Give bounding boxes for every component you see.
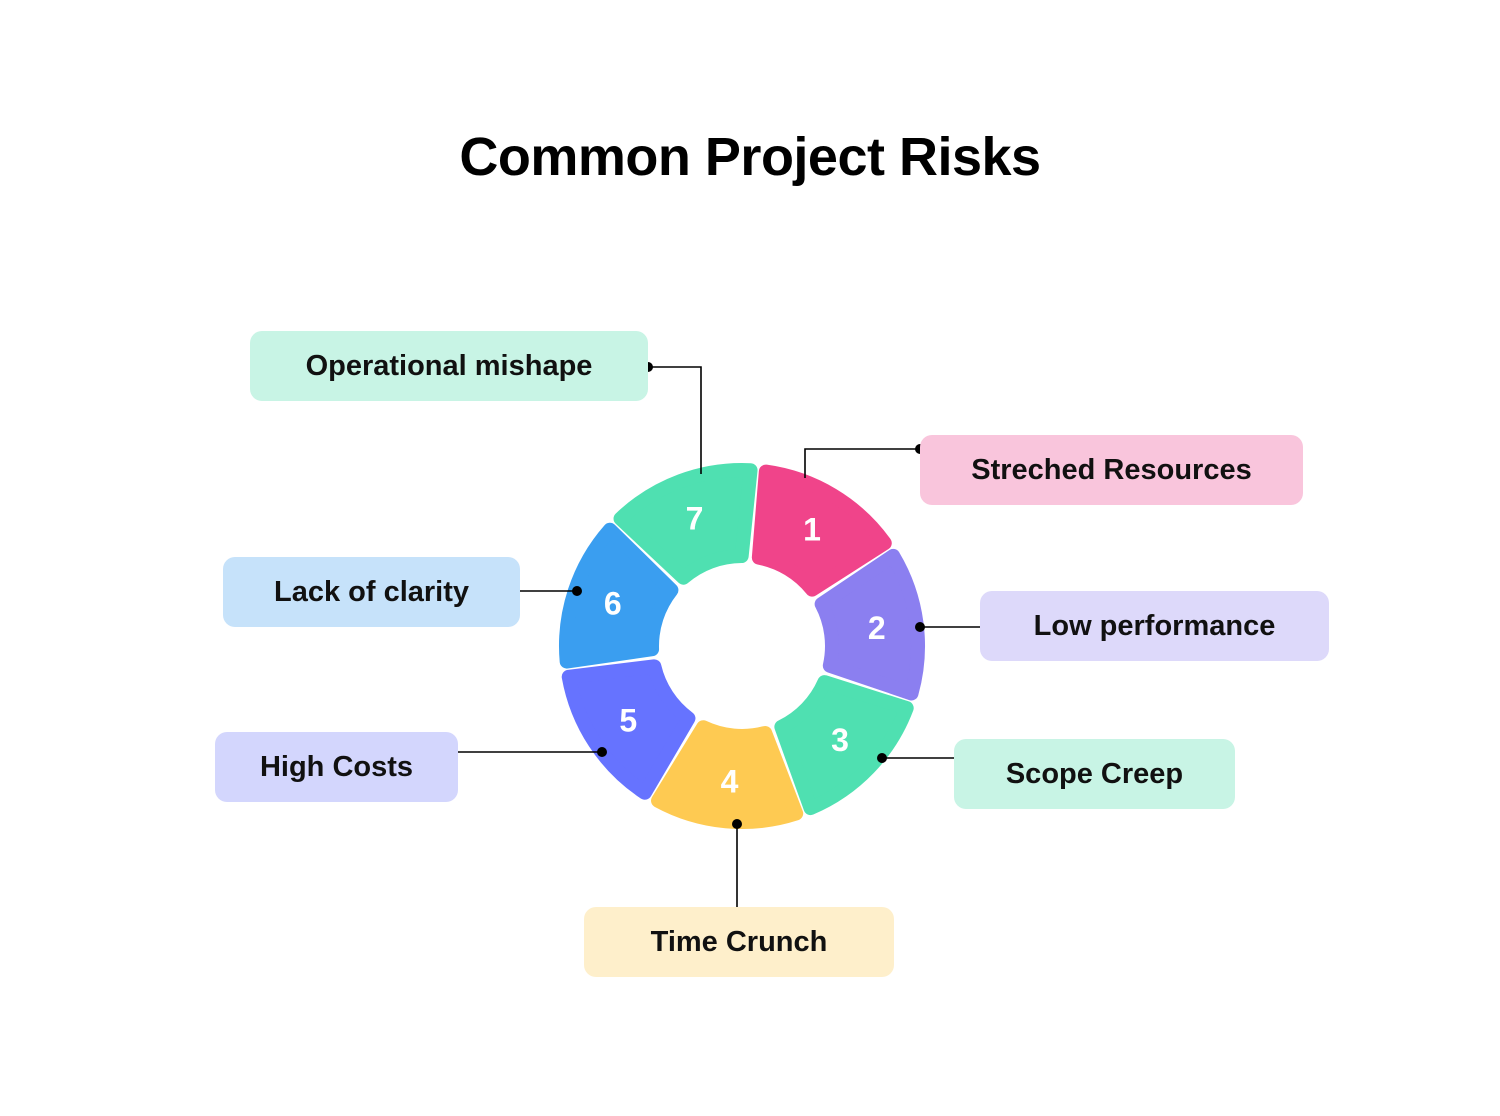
segment-number: 5 — [619, 703, 637, 739]
risk-segment-7: 7 — [613, 463, 758, 585]
segment-number: 3 — [831, 722, 849, 758]
segment-number: 7 — [686, 501, 704, 537]
connector-dot — [597, 747, 607, 757]
risk-label-2: Low performance — [980, 591, 1329, 661]
risk-label-4: Time Crunch — [584, 907, 894, 977]
risk-segment-3: 3 — [774, 675, 914, 816]
connector-line — [804, 448, 920, 478]
risk-segment-1: 1 — [751, 464, 892, 597]
risk-label-3: Scope Creep — [954, 739, 1235, 809]
risk-segment-5: 5 — [561, 659, 696, 800]
risk-label-6: Lack of clarity — [223, 557, 520, 627]
page-title: Common Project Risks — [459, 127, 1041, 187]
connector-dot — [915, 622, 925, 632]
segment-number: 1 — [803, 511, 821, 547]
risk-segment-6: 6 — [559, 522, 679, 669]
connector-line — [648, 366, 702, 474]
risk-label-5: High Costs — [215, 732, 458, 802]
connector-dot — [732, 819, 742, 829]
segment-number: 2 — [868, 610, 886, 646]
segment-number: 6 — [604, 586, 622, 622]
risk-label-7: Operational mishape — [250, 331, 648, 401]
connector-dot — [572, 586, 582, 596]
risk-segment-4: 4 — [651, 720, 804, 829]
risk-label-1: Streched Resources — [920, 435, 1303, 505]
segment-number: 4 — [721, 763, 739, 799]
connector-dot — [877, 753, 887, 763]
risk-segment-2: 2 — [814, 548, 925, 701]
